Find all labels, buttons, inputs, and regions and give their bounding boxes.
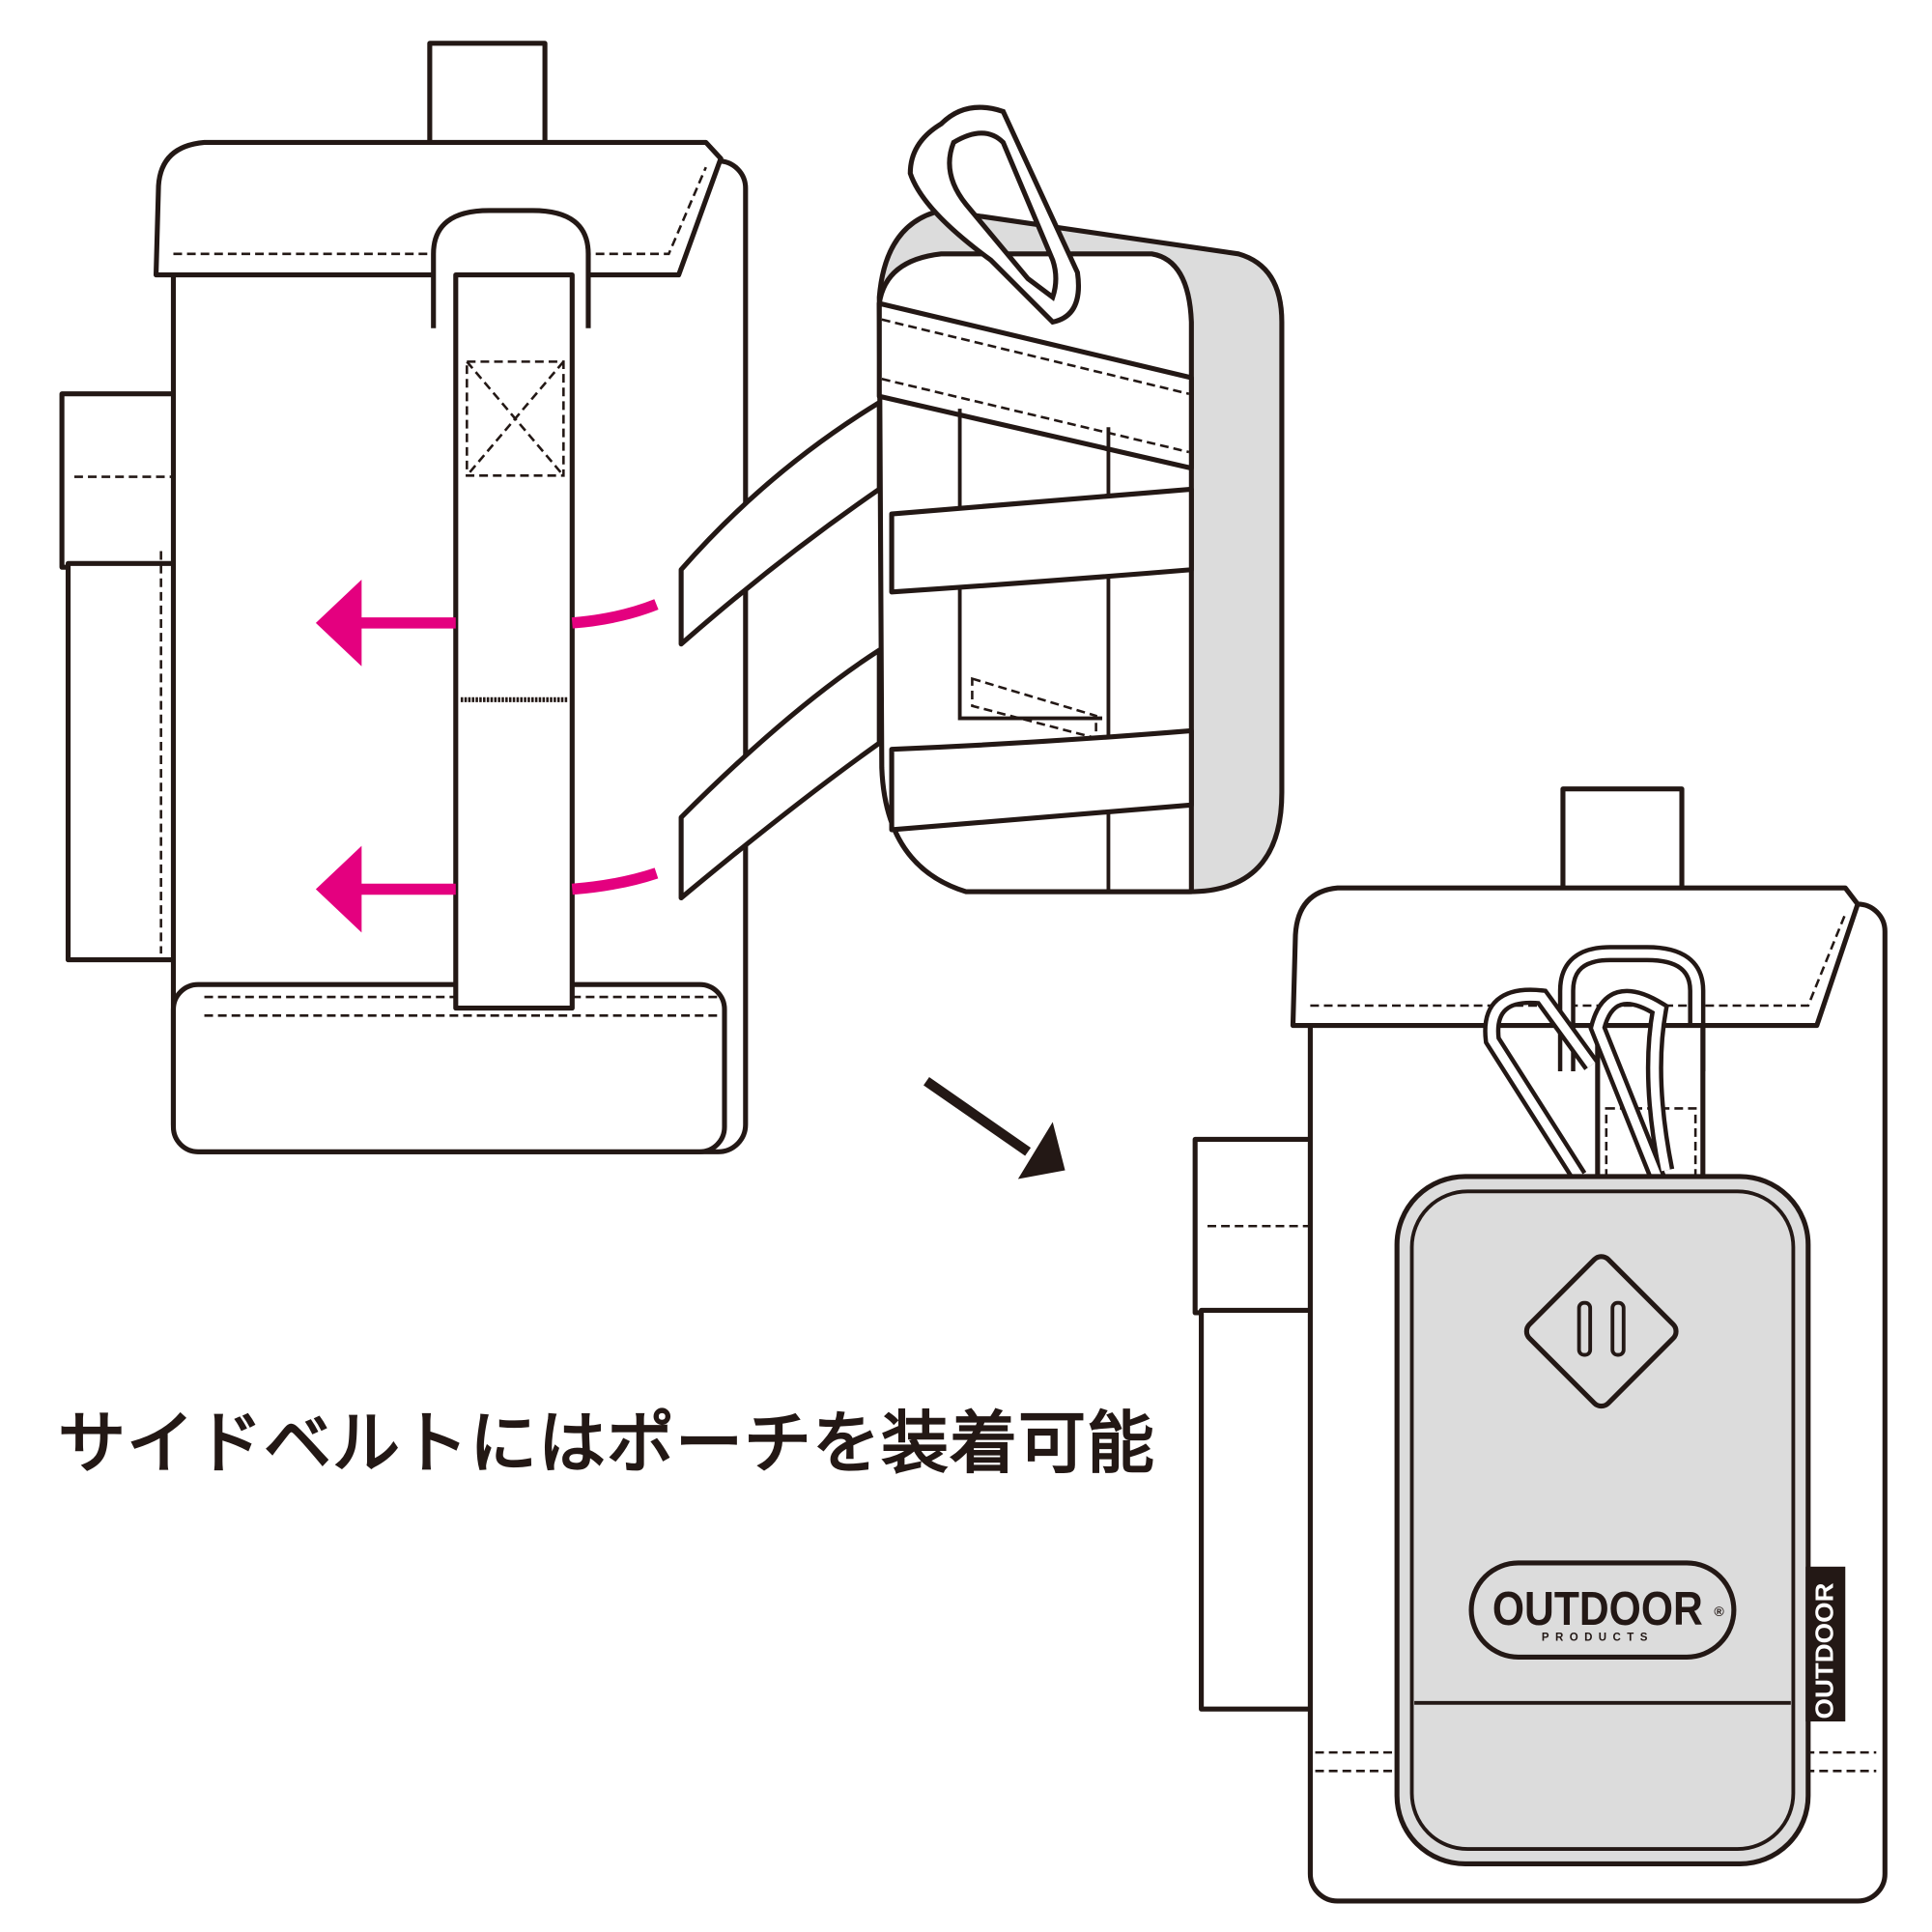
attach-arrow-lower (315, 845, 659, 933)
velcro-strap-upper (678, 400, 882, 647)
side-pocket (1199, 1307, 1321, 1712)
attach-arrow-upper (315, 580, 659, 667)
pouch-back (678, 104, 1285, 901)
bag-right: OUTDOOR PRODUCTS ® OUTDOOR (1192, 786, 1888, 1904)
diamond-lash-tab (1523, 1254, 1679, 1409)
top-belt-loop (876, 300, 1194, 471)
velcro-strap-lower (678, 647, 882, 901)
side-brand-tag: OUTDOOR (1805, 1566, 1846, 1722)
logo-brand: OUTDOOR (1492, 1583, 1703, 1635)
front-strap (453, 272, 575, 1011)
pouch-front (1394, 1174, 1811, 1867)
velcro-loop-lower (889, 727, 1194, 833)
carabiner (907, 104, 1081, 326)
direction-arrow (923, 1077, 1065, 1179)
logo-sub: PRODUCTS (1542, 1633, 1654, 1644)
side-pocket-flap (59, 391, 188, 570)
bag-left (59, 41, 749, 1154)
brand-logo: OUTDOOR PRODUCTS ® (1468, 1560, 1737, 1660)
side-pocket (65, 560, 188, 963)
tag-brand: OUTDOOR (1811, 1582, 1838, 1719)
caption-text: サイドベルトにはポーチを装着可能 (58, 1404, 1155, 1483)
bottom-band (170, 981, 727, 1154)
velcro-loop-upper (889, 486, 1194, 595)
logo-mark: ® (1714, 1604, 1724, 1619)
